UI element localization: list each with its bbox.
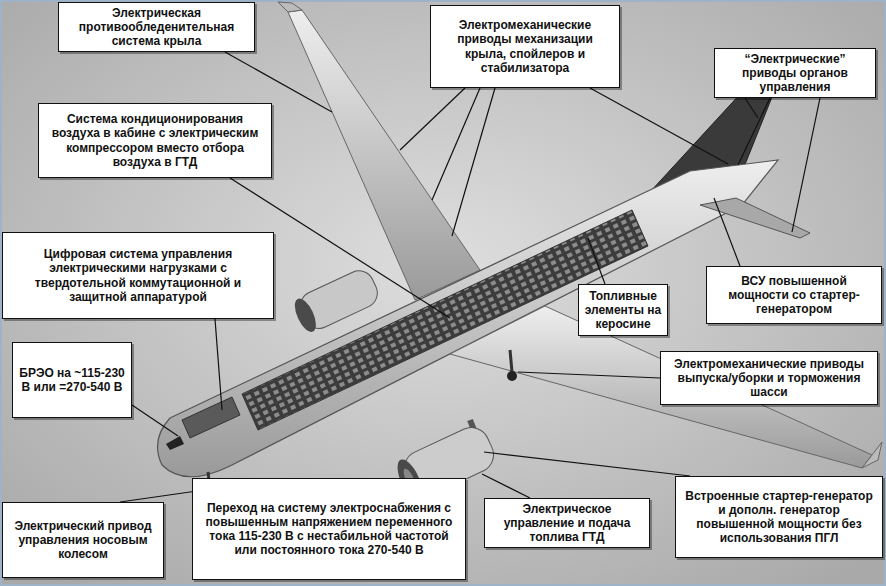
leader-line	[792, 98, 820, 232]
callout-text: БРЭО на ~115-230 В или =270-540 В	[18, 366, 126, 394]
wheel	[507, 371, 517, 381]
callout-box: Система кондиционирования воздуха в каби…	[38, 103, 272, 178]
leader-line	[745, 98, 758, 118]
callout-text-group: Электрическое управление и подача топлив…	[490, 502, 644, 544]
callout-box: Электрическое управление и подача топлив…	[484, 498, 650, 548]
callout-text: Переход на систему электроснабжения с по…	[198, 501, 460, 557]
callout-text-group: “Электрические” приводы органов управлен…	[720, 52, 870, 94]
callout-box: Переход на систему электроснабжения с по…	[192, 478, 466, 580]
callout-text: Электрическое управление и подача топлив…	[490, 502, 644, 544]
callout-box: Электромеханические приводы механизации …	[430, 5, 620, 88]
callout-text-group: Электромеханические приводы механизации …	[436, 18, 614, 74]
leader-line	[215, 319, 222, 410]
callout-box: Цифровая система управления электрически…	[2, 232, 274, 319]
callout-text: “Электрические” приводы органов управлен…	[720, 52, 870, 94]
leader-line	[400, 88, 465, 150]
callout-text-group: Электрический привод управления носовым …	[8, 519, 158, 561]
callout-text-group: ВСУ повышенной мощности со стартер-генер…	[712, 274, 876, 316]
leader-line	[738, 98, 770, 165]
winglet	[862, 442, 882, 468]
callout-text: Электрический привод управления носовым …	[8, 519, 158, 561]
leader-line	[432, 88, 480, 200]
cockpit-window	[166, 436, 184, 450]
engine-intake	[291, 296, 321, 335]
leader-line	[588, 238, 605, 284]
callout-text: Встроенные стартер-генератор и дополн. г…	[681, 489, 877, 545]
cockpit-cutaway	[182, 397, 240, 438]
callout-box: Встроенные стартер-генератор и дополн. г…	[675, 476, 883, 558]
callout-box: БРЭО на ~115-230 В или =270-540 В	[12, 342, 132, 418]
callout-text: Электромеханические приводы механизации …	[436, 18, 614, 74]
callout-text: Система кондиционирования воздуха в каби…	[44, 112, 266, 168]
callout-box: ВСУ повышенной мощности со стартер-генер…	[706, 266, 882, 324]
leader-line	[482, 474, 530, 498]
callout-text-group: Цифровая система управления электрически…	[8, 247, 268, 303]
callout-text-group: Топливные элементы на керосине	[584, 289, 662, 331]
callout-box: “Электрические” приводы органов управлен…	[714, 48, 876, 98]
leader-line	[590, 88, 728, 164]
callout-text: Электрическая противообледенительная сис…	[64, 6, 249, 48]
callout-box: Электрическая противообледенительная сис…	[58, 2, 255, 52]
callout-box: Электромеханические приводы выпуска/убор…	[660, 351, 878, 405]
callout-text: Топливные элементы на керосине	[584, 289, 662, 331]
leader-line	[484, 452, 690, 476]
callout-box: Электрический привод управления носовым …	[2, 502, 164, 578]
callout-text-group: БРЭО на ~115-230 В или =270-540 В	[18, 366, 126, 394]
callout-text: Цифровая система управления электрически…	[8, 247, 268, 303]
leader-line	[714, 198, 740, 266]
leader-line	[518, 372, 660, 378]
callout-text-group: Электрическая противообледенительная сис…	[64, 6, 249, 48]
leader-line	[452, 88, 495, 236]
callout-text-group: Переход на систему электроснабжения с по…	[198, 501, 460, 557]
landing-gear	[510, 350, 512, 372]
leader-line	[132, 405, 178, 436]
callout-text-group: Встроенные стартер-генератор и дополн. г…	[681, 489, 877, 545]
callout-box: Топливные элементы на керосине	[578, 284, 668, 336]
winglet	[278, 2, 302, 12]
callout-text-group: Электромеханические приводы выпуска/убор…	[666, 357, 872, 399]
callout-text: ВСУ повышенной мощности со стартер-генер…	[712, 274, 876, 316]
callout-text-group: Система кондиционирования воздуха в каби…	[44, 112, 266, 168]
callout-text: Электромеханические приводы выпуска/убор…	[666, 357, 872, 399]
